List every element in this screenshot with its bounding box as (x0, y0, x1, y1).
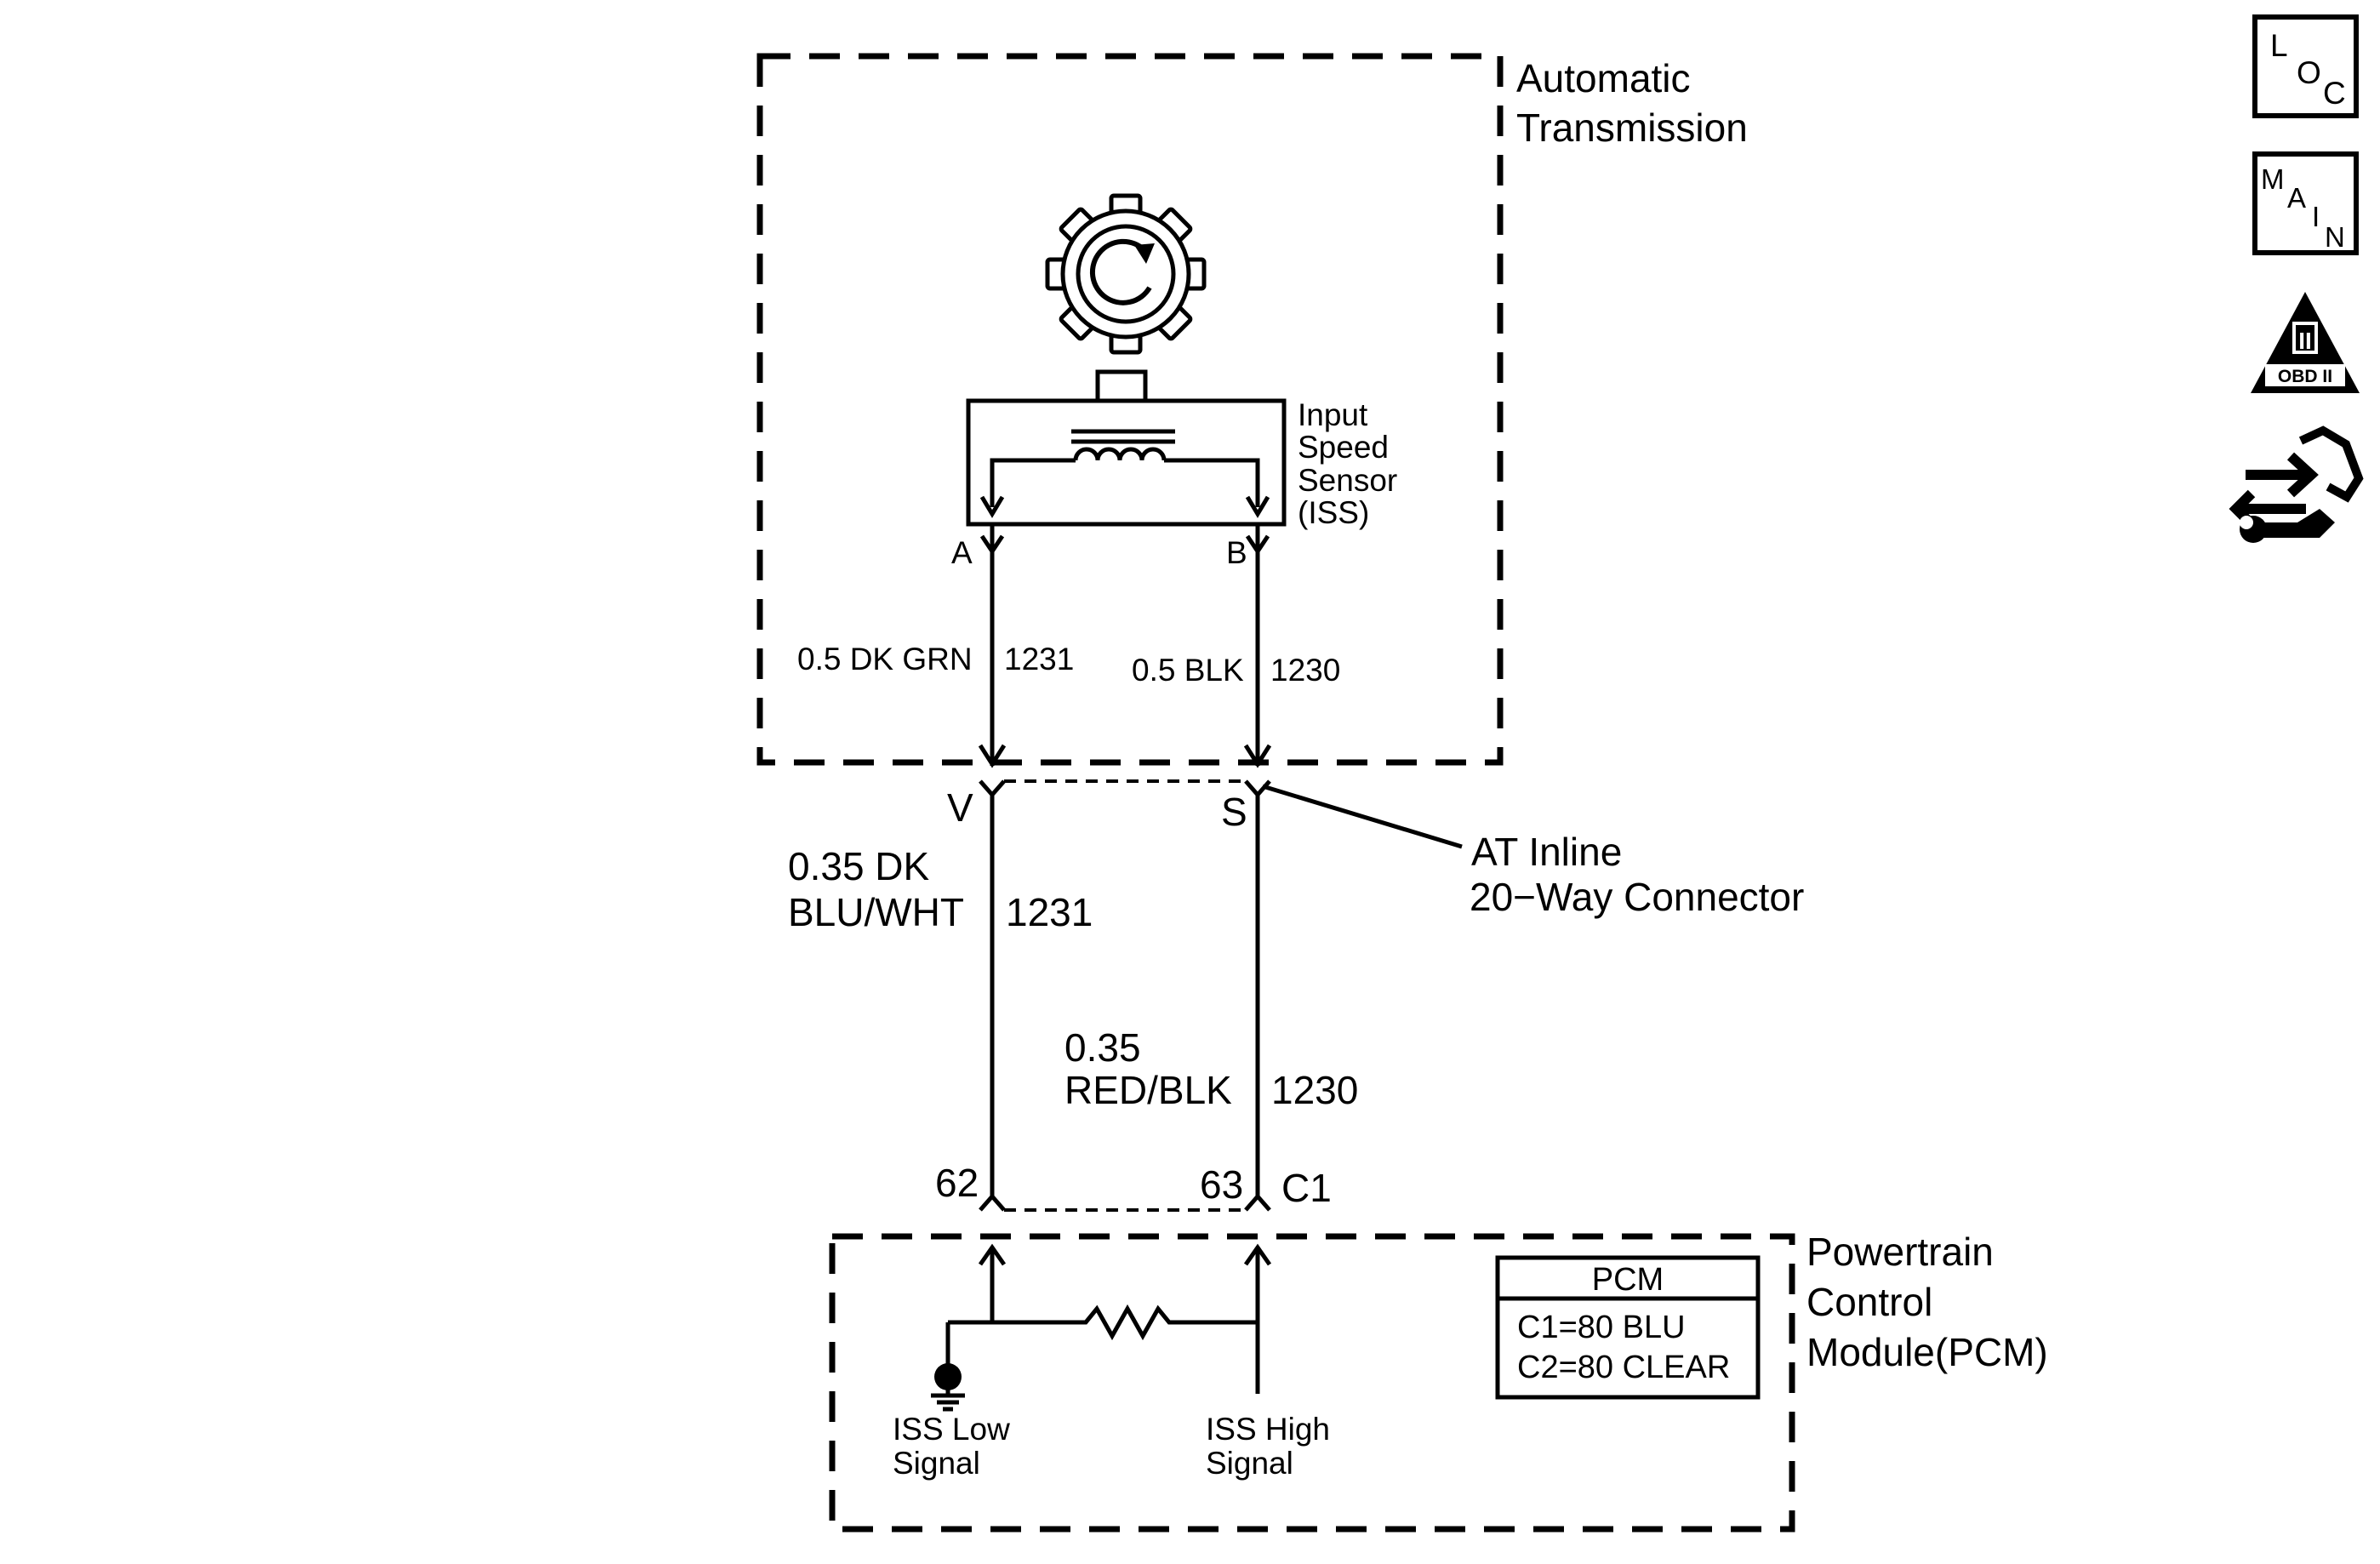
pcm-pin-62: 62 (935, 1161, 979, 1205)
wire-upper-left-spec: 0.5 DK GRN (797, 642, 973, 676)
wire-lower-right-spec-line2: RED/BLK (1064, 1068, 1232, 1112)
svg-text:O: O (2297, 55, 2321, 90)
pcm-connector-table (1495, 1255, 1761, 1400)
sensor-label-line3: Sensor (1298, 463, 1397, 498)
svg-text:A: A (2287, 182, 2306, 214)
wire-lower-left-circuit: 1231 (1006, 890, 1093, 934)
wire-upper-right-spec: 0.5 BLK (1132, 653, 1244, 688)
pcm-label-line2: Control (1806, 1280, 1932, 1324)
sensor-label-line4: (ISS) (1298, 495, 1369, 530)
iss-low-signal-line2: Signal (893, 1446, 980, 1481)
transmission-label-line2: Transmission (1516, 106, 1748, 150)
transmission-label-line1: Automatic (1516, 56, 1691, 100)
pcm-internal-circuit (945, 1243, 1272, 1394)
connector-hand-icon[interactable] (2229, 425, 2364, 543)
sensor-pin-b: B (1226, 535, 1247, 570)
ground-icon (931, 1363, 965, 1412)
pcm-table-row1: C1=80 BLU (1517, 1310, 1686, 1345)
wire-upper-right-circuit: 1230 (1270, 653, 1340, 688)
svg-text:C: C (2323, 76, 2346, 111)
pcm-table-row2: C2=80 CLEAR (1517, 1350, 1730, 1385)
obd2-icon[interactable]: II OBD II (2251, 292, 2360, 393)
reluctor-wheel-icon (1045, 193, 1207, 355)
iss-low-signal-line1: ISS Low (893, 1412, 1010, 1447)
inline-connector-leader (1262, 784, 1463, 849)
svg-text:OBD II: OBD II (2278, 367, 2332, 386)
sensor-label-line1: Input (1298, 397, 1368, 432)
wire-lower-right-circuit: 1230 (1271, 1068, 1358, 1112)
svg-text:II: II (2298, 328, 2312, 354)
pcm-label-line3: Module(PCM) (1806, 1330, 2048, 1374)
svg-text:I: I (2312, 201, 2320, 232)
pcm-connector-id: C1 (1281, 1166, 1332, 1210)
main-icon[interactable]: M A I N (2252, 151, 2359, 255)
svg-text:N: N (2325, 221, 2345, 253)
wire-upper-left-circuit: 1231 (1004, 642, 1074, 676)
iss-high-signal-line2: Signal (1206, 1446, 1293, 1481)
inline-connector-label-line2: 20−Way Connector (1470, 875, 1804, 919)
input-speed-sensor (966, 369, 1287, 527)
inline-connector-label-line1: AT Inline (1471, 830, 1622, 874)
transmission-boundary (756, 53, 1504, 766)
inline-pin-v: V (947, 785, 973, 830)
pcm-pin-63: 63 (1200, 1162, 1243, 1207)
inline-pin-s: S (1221, 790, 1247, 834)
wire-lower-left-spec-line2: BLU/WHT (788, 890, 964, 934)
sensor-label-line2: Speed (1298, 430, 1389, 465)
pcm-table-header: PCM (1592, 1262, 1664, 1298)
loc-icon[interactable]: L O C (2252, 14, 2359, 118)
svg-text:M: M (2261, 163, 2285, 195)
wire-lower-left-spec-line1: 0.35 DK (788, 844, 930, 888)
iss-high-signal-line1: ISS High (1206, 1412, 1330, 1447)
sensor-pin-a: A (951, 535, 973, 570)
svg-text:L: L (2270, 28, 2288, 63)
wire-lower-right-spec-line1: 0.35 (1064, 1025, 1141, 1070)
pcm-label-line1: Powertrain (1806, 1230, 1994, 1274)
pcm-boundary (829, 1233, 1795, 1533)
